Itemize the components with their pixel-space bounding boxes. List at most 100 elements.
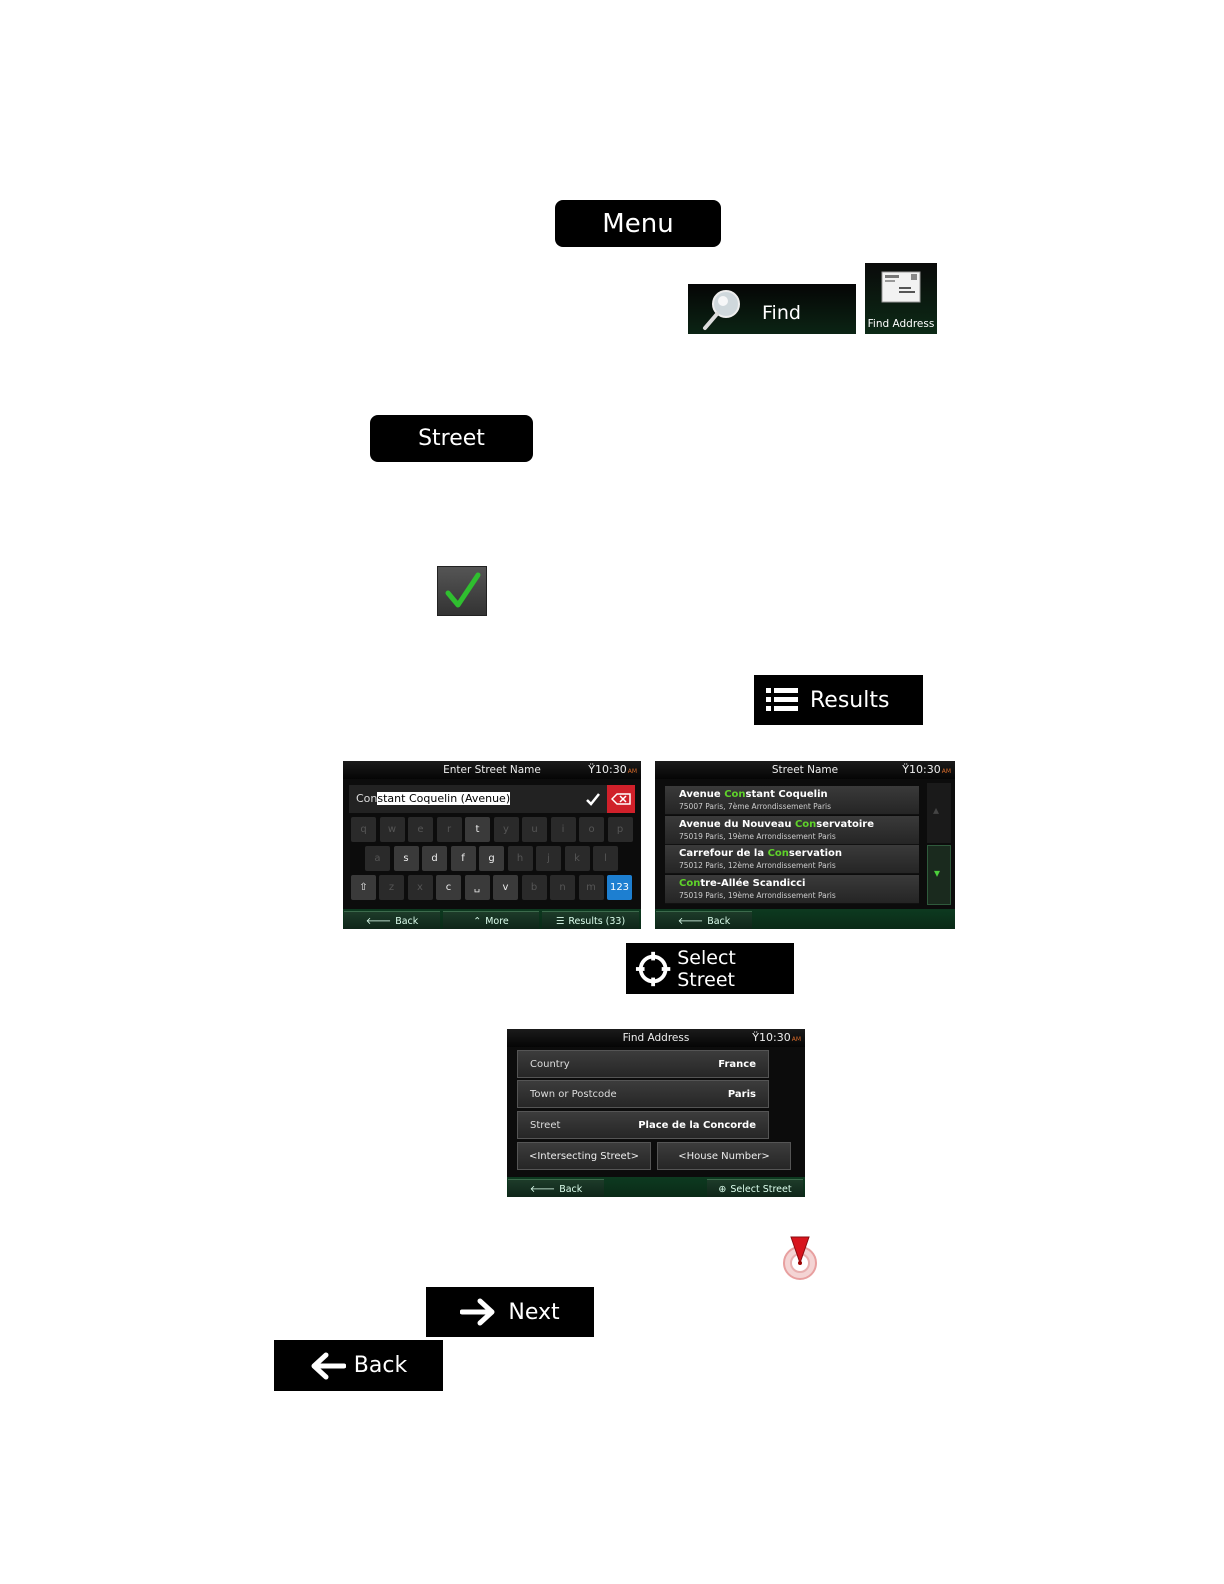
- checkmark-icon: [445, 572, 481, 608]
- town-row[interactable]: Town or Postcode Paris: [517, 1080, 769, 1108]
- back-button-keyboard[interactable]: 🡐Back: [344, 911, 440, 929]
- menu-label: Menu: [602, 208, 674, 239]
- clock: Ÿ10:30AM: [752, 1031, 801, 1044]
- key-h[interactable]: h: [507, 846, 533, 871]
- crosshair-icon: ⊕: [718, 1183, 727, 1195]
- street-name-input[interactable]: Constant Coquelin (Avenue): [349, 785, 635, 813]
- find-label: Find: [762, 302, 801, 324]
- arrow-left-icon: 🡐: [677, 915, 704, 927]
- street-results-screen: Street Name Ÿ10:30AM Avenue Constant Coq…: [655, 761, 955, 929]
- key-q[interactable]: q: [351, 817, 376, 842]
- key-j[interactable]: j: [536, 846, 561, 871]
- key-p[interactable]: p: [607, 817, 633, 842]
- key-e[interactable]: e: [408, 817, 433, 842]
- key-g[interactable]: g: [479, 846, 504, 871]
- key-u[interactable]: u: [522, 817, 547, 842]
- results-count-button[interactable]: ☰Results (33): [542, 911, 639, 929]
- intersecting-street-button[interactable]: <Intersecting Street>: [517, 1142, 651, 1170]
- key-t[interactable]: t: [465, 817, 490, 842]
- key-s[interactable]: s: [393, 846, 419, 871]
- arrow-left-icon: 🡐: [365, 915, 392, 927]
- keyboard-screen: Enter Street Name Ÿ10:30AM Constant Coqu…: [343, 761, 641, 929]
- key-n[interactable]: n: [550, 875, 575, 900]
- signal-icon: Ÿ: [752, 1031, 760, 1044]
- key-i[interactable]: i: [550, 817, 576, 842]
- screen-title: Find Address: [622, 1032, 690, 1044]
- bottom-bar: 🡐Back ⊕Select Street: [507, 1177, 805, 1197]
- key-x[interactable]: x: [407, 875, 433, 900]
- key-k[interactable]: k: [564, 846, 590, 871]
- street-label: Street: [418, 426, 485, 451]
- key-y[interactable]: y: [493, 817, 519, 842]
- street-button[interactable]: Street: [370, 415, 533, 462]
- key-space[interactable]: ␣: [464, 875, 490, 900]
- house-number-button[interactable]: <House Number>: [657, 1142, 791, 1170]
- arrow-left-icon: [311, 1352, 346, 1379]
- result-subtitle: 75019 Paris, 19ème Arrondissement Paris: [679, 831, 836, 841]
- key-r[interactable]: r: [436, 817, 462, 842]
- find-address-screen: Find Address Ÿ10:30AM Country France Tow…: [507, 1029, 805, 1197]
- town-value: Paris: [727, 1089, 756, 1100]
- next-label: Next: [508, 1299, 560, 1325]
- title-bar: Find Address Ÿ10:30AM: [507, 1029, 805, 1047]
- arrow-left-icon: 🡐: [529, 1183, 556, 1195]
- find-button[interactable]: Find: [688, 284, 856, 334]
- find-address-label: Find Address: [867, 318, 935, 330]
- country-row[interactable]: Country France: [517, 1050, 769, 1078]
- select-street-small-button[interactable]: ⊕Select Street: [707, 1179, 803, 1197]
- search-icon: [703, 290, 740, 330]
- back-button-results[interactable]: 🡐Back: [656, 911, 752, 929]
- results-button[interactable]: Results: [754, 675, 923, 725]
- result-name: Contre-Allée Scandicci: [679, 877, 806, 889]
- chevron-up-icon: ⌃: [473, 915, 482, 927]
- street-row[interactable]: Street Place de la Concorde: [517, 1111, 769, 1139]
- key-v[interactable]: v: [493, 875, 518, 900]
- result-subtitle: 75012 Paris, 12ème Arrondissement Paris: [679, 861, 836, 870]
- chevron-down-icon: ▾: [934, 866, 941, 880]
- select-street-label: Select Street: [677, 946, 736, 991]
- signal-icon: Ÿ: [588, 763, 596, 776]
- key-m[interactable]: m: [578, 875, 604, 900]
- key-w[interactable]: w: [379, 817, 405, 842]
- key-a[interactable]: a: [365, 846, 390, 871]
- more-button[interactable]: ⌃More: [443, 911, 539, 929]
- key-b[interactable]: b: [521, 875, 547, 900]
- result-name: Avenue du Nouveau Conservatoire: [679, 818, 875, 830]
- map-pin-icon: [783, 1236, 817, 1280]
- next-button[interactable]: Next: [426, 1287, 594, 1337]
- list-icon: [766, 688, 798, 711]
- street-value: Place de la Concorde: [638, 1120, 756, 1131]
- key-c[interactable]: c: [436, 875, 461, 900]
- key-f[interactable]: f: [450, 846, 476, 871]
- back-button[interactable]: Back: [274, 1340, 443, 1391]
- clock: Ÿ10:30AM: [588, 763, 637, 776]
- numbers-key[interactable]: 123: [607, 875, 632, 900]
- accept-suggestion-icon[interactable]: [585, 791, 601, 807]
- select-street-button[interactable]: Select Street: [626, 943, 794, 994]
- back-button-find-address[interactable]: 🡐Back: [508, 1179, 604, 1197]
- key-z[interactable]: z: [379, 875, 404, 900]
- envelope-icon: [881, 271, 921, 303]
- menu-button[interactable]: Menu: [555, 200, 721, 247]
- signal-icon: Ÿ: [902, 763, 910, 776]
- key-o[interactable]: o: [579, 817, 604, 842]
- key-d[interactable]: d: [422, 846, 447, 871]
- confirm-button[interactable]: [437, 566, 487, 616]
- find-address-button[interactable]: Find Address: [865, 263, 937, 334]
- key-l[interactable]: l: [593, 846, 618, 871]
- crosshair-icon: [635, 951, 671, 986]
- chevron-up-icon: ▴: [933, 803, 940, 817]
- scroll-up-button[interactable]: ▴: [927, 783, 951, 843]
- result-subtitle: 75007 Paris, 7ème Arrondissement Paris: [679, 802, 832, 811]
- screen-title: Street Name: [771, 764, 839, 776]
- result-subtitle: 75019 Paris, 19ème Arrondissement Paris: [679, 890, 836, 900]
- street-label: Street: [530, 1120, 561, 1131]
- back-label: Back: [353, 1353, 408, 1378]
- shift-key[interactable]: ⇧: [351, 875, 376, 900]
- backspace-button[interactable]: [607, 785, 635, 813]
- scroll-down-button[interactable]: ▾: [927, 845, 951, 905]
